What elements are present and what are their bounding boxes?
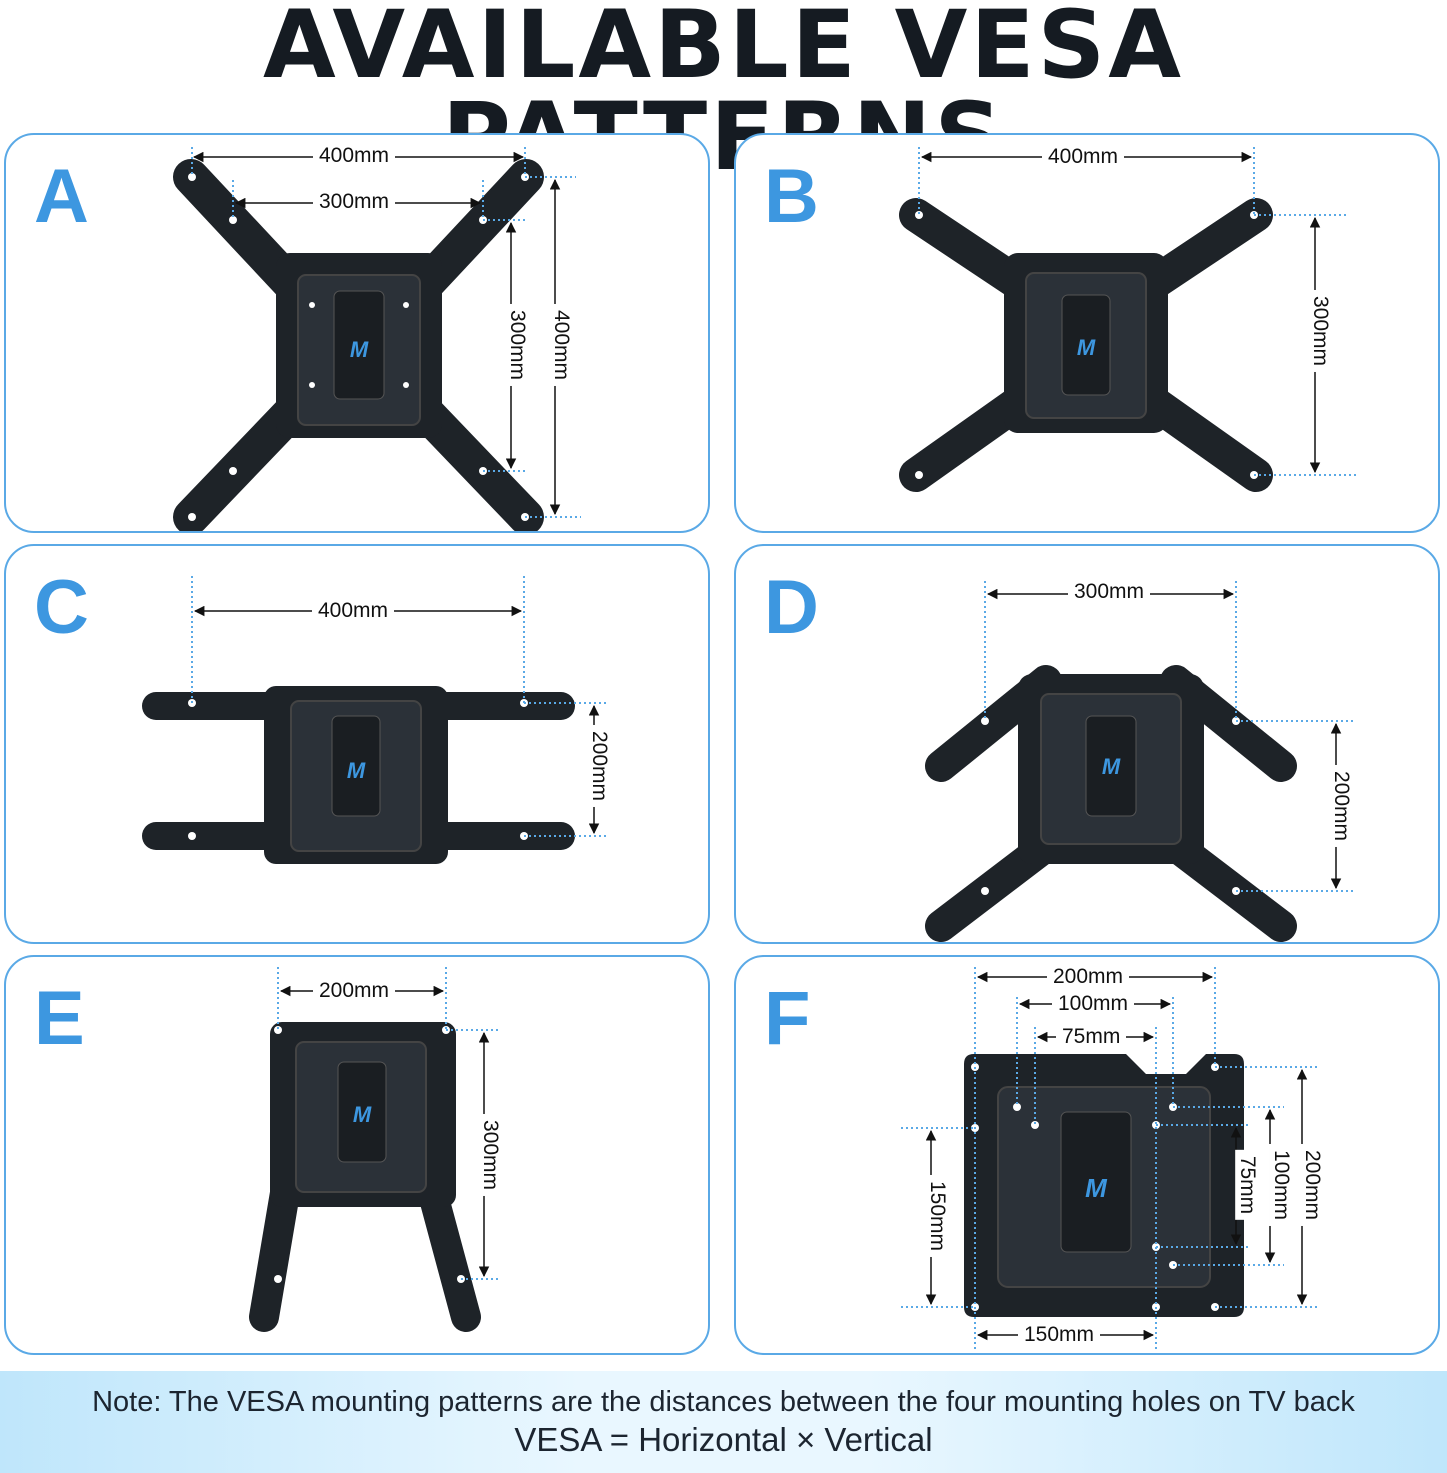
panel-letter: C [34, 565, 89, 650]
dimension-label: 400mm [313, 144, 396, 168]
panel-c: C M 400mm 200mm [4, 544, 710, 944]
bracket-diagram-f: M [901, 967, 1318, 1352]
panel-e: E M 200mm 300mm [4, 955, 710, 1355]
dimension-label: 400mm [1042, 145, 1125, 169]
bracket-diagram-c: M [142, 576, 606, 864]
dimension-label: 300mm [478, 1113, 503, 1197]
note-banner: Note: The VESA mounting patterns are the… [0, 1371, 1447, 1473]
bracket-diagram-d: M [925, 581, 1356, 942]
dimension-label: 75mm [1235, 1149, 1260, 1221]
bracket-diagram-b: M [899, 147, 1356, 492]
note-line-2: VESA = Horizontal × Vertical [514, 1421, 933, 1458]
panel-d: D M 300mm 200mm [734, 544, 1440, 944]
dimension-label: 300mm [1068, 580, 1151, 604]
dimension-label: 400mm [312, 599, 395, 623]
bracket-diagram-a: M [173, 147, 581, 531]
dimension-label: 300mm [313, 190, 396, 214]
panel-a: A M 400 [4, 133, 710, 533]
dimension-label: 75mm [1056, 1025, 1127, 1049]
brand-logo-icon: M [350, 337, 369, 362]
dimension-label: 400mm [549, 303, 574, 387]
brand-logo-icon: M [347, 758, 366, 783]
dimension-label: 200mm [313, 979, 396, 1003]
brand-logo-icon: M [1102, 754, 1121, 779]
dimension-label: 200mm [1300, 1143, 1325, 1227]
panel-letter: B [764, 154, 819, 239]
dimension-label: 200mm [1047, 965, 1130, 989]
dimension-label: 150mm [925, 1174, 950, 1258]
panel-letter: D [764, 565, 819, 650]
page-title: AVAILABLE VESA PATTERNS [262, 0, 1184, 192]
panel-letter: A [34, 154, 89, 239]
note-line-1: Note: The VESA mounting patterns are the… [92, 1386, 1355, 1418]
panel-f: F M [734, 955, 1440, 1355]
dimension-label: 100mm [1269, 1143, 1294, 1227]
dimension-label: 100mm [1052, 992, 1135, 1016]
panel-letter: E [34, 976, 85, 1061]
panel-letter: F [764, 976, 811, 1061]
brand-logo-icon: M [1085, 1173, 1108, 1203]
dimension-label: 200mm [1329, 764, 1354, 848]
dimension-label: 150mm [1018, 1323, 1101, 1347]
brand-logo-icon: M [1077, 335, 1096, 360]
dimension-label: 300mm [1308, 289, 1333, 373]
bracket-diagram-e: M [249, 967, 498, 1332]
panel-b: B M 400mm 300mm [734, 133, 1440, 533]
dimension-label: 200mm [587, 724, 612, 808]
dimension-label: 300mm [505, 303, 530, 387]
brand-logo-icon: M [353, 1102, 372, 1127]
